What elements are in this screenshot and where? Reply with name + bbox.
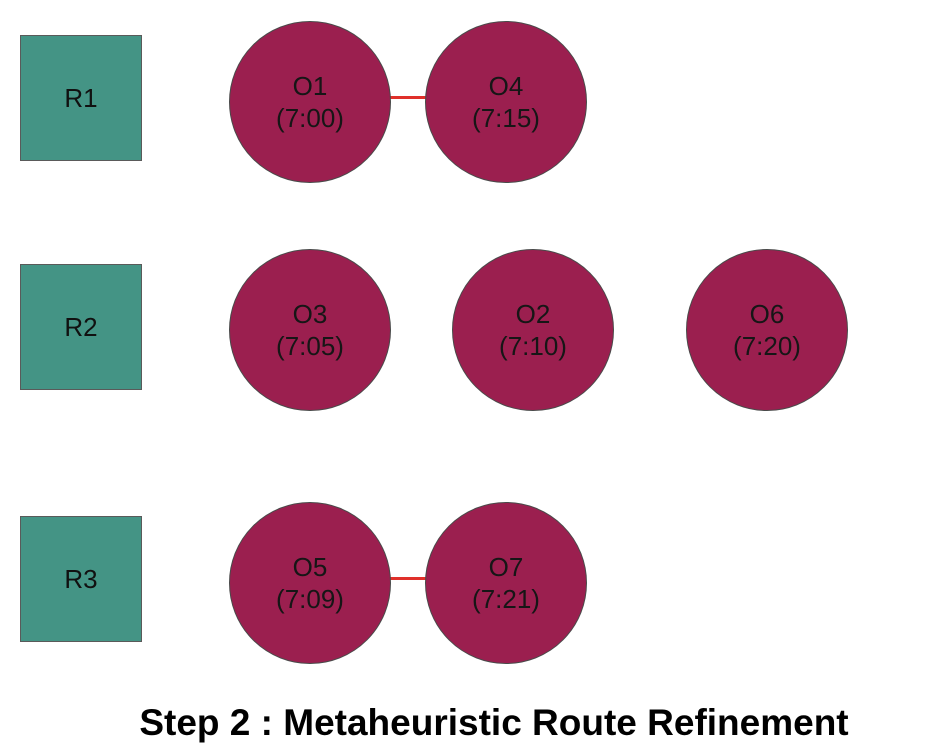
order-time: (7:05)	[276, 331, 344, 361]
order-time: (7:09)	[276, 584, 344, 614]
route-link-o1-o4	[390, 96, 426, 99]
order-node-o6: O6 (7:20)	[686, 249, 848, 411]
order-id: O1	[292, 71, 328, 101]
robot-r1: R1	[20, 35, 142, 161]
order-id: O4	[488, 71, 524, 101]
order-time: (7:00)	[276, 103, 344, 133]
route-link-o5-o7	[390, 577, 426, 580]
order-id: O7	[488, 552, 524, 582]
robot-label: R2	[64, 311, 98, 342]
order-node-o4: O4 (7:15)	[425, 21, 587, 183]
order-node-o7: O7 (7:21)	[425, 502, 587, 664]
robot-label: R1	[64, 82, 98, 113]
order-time: (7:21)	[472, 584, 540, 614]
order-node-o1: O1 (7:00)	[229, 21, 391, 183]
order-time: (7:20)	[733, 331, 801, 361]
robot-r2: R2	[20, 264, 142, 390]
order-node-o2: O2 (7:10)	[452, 249, 614, 411]
order-time: (7:10)	[499, 331, 567, 361]
order-id: O3	[292, 299, 328, 329]
robot-label: R3	[64, 563, 98, 594]
order-node-o5: O5 (7:09)	[229, 502, 391, 664]
order-time: (7:15)	[472, 103, 540, 133]
diagram-caption: Step 2 : Metaheuristic Route Refinement	[139, 702, 849, 743]
robot-r3: R3	[20, 516, 142, 642]
order-id: O6	[749, 299, 785, 329]
order-id: O2	[515, 299, 551, 329]
order-id: O5	[292, 552, 328, 582]
order-node-o3: O3 (7:05)	[229, 249, 391, 411]
